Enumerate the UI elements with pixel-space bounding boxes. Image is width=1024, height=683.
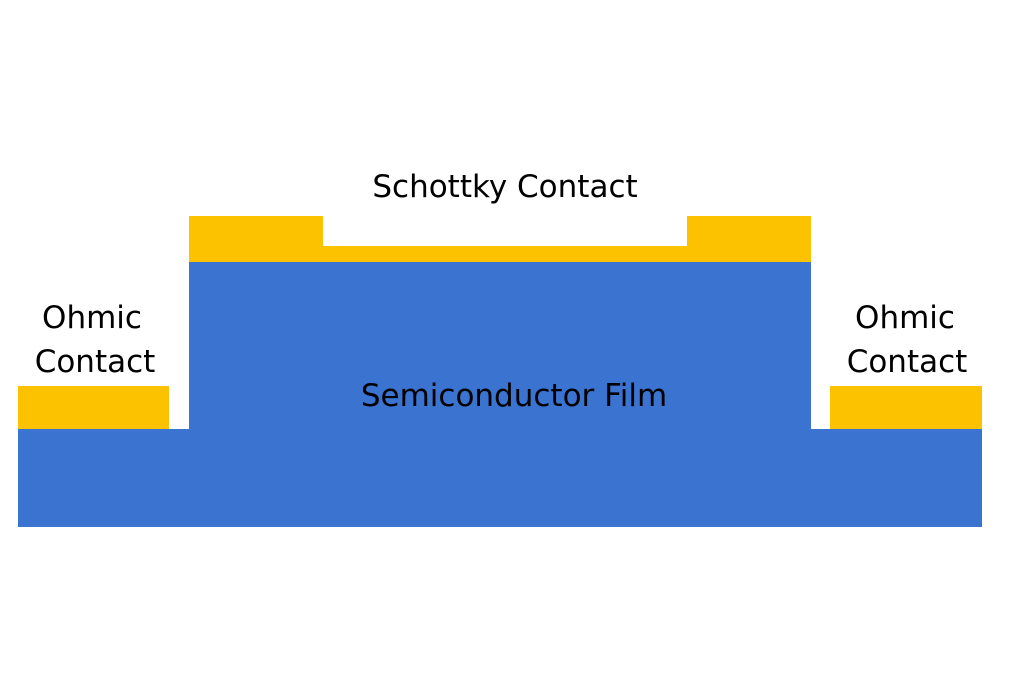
ohmic-contact-left-label-line1: Ohmic — [42, 300, 142, 336]
schottky-contact — [189, 216, 811, 262]
ohmic-contact-right-label-line2: Contact — [847, 344, 968, 380]
ohmic-contact-right — [830, 386, 982, 429]
ohmic-contact-left — [18, 386, 169, 429]
ohmic-contact-right-label-line1: Ohmic — [855, 300, 955, 336]
semiconductor-film-label: Semiconductor Film — [361, 378, 667, 414]
schottky-contact-label: Schottky Contact — [372, 169, 637, 205]
semiconductor-film — [18, 262, 982, 527]
ohmic-contact-left-label-line2: Contact — [35, 344, 156, 380]
